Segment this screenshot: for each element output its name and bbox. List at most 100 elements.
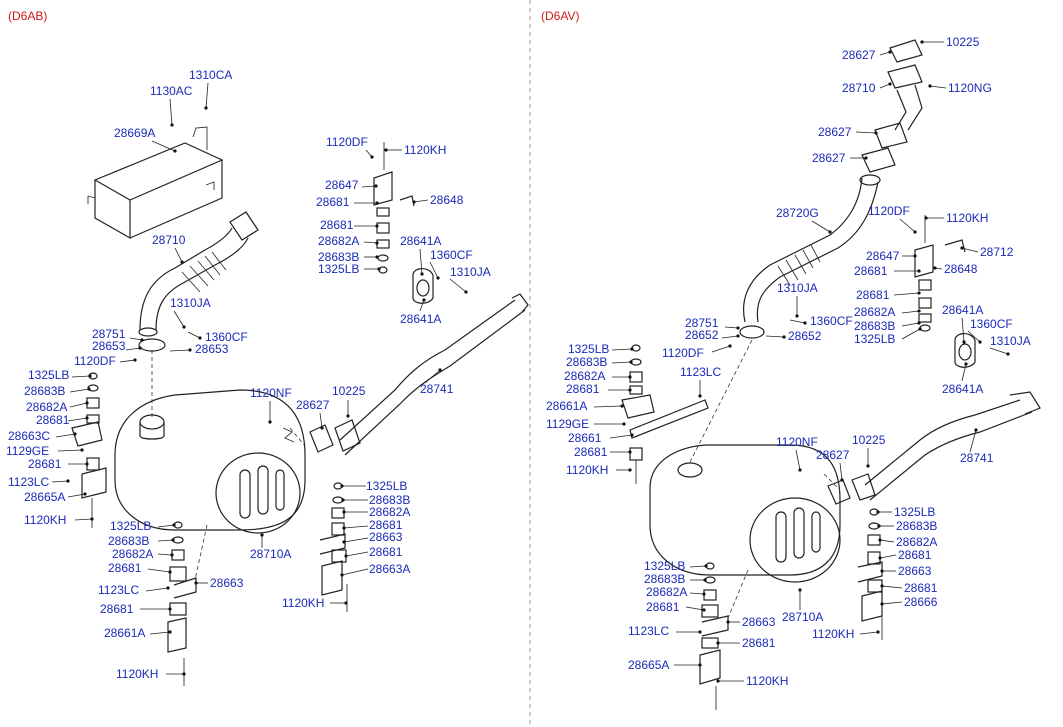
part-number-label[interactable]: 28741 bbox=[960, 451, 994, 465]
part-number-label[interactable]: 28681 bbox=[898, 548, 932, 562]
part-number-label[interactable]: 28681 bbox=[646, 600, 680, 614]
part-number-label[interactable]: 1310JA bbox=[170, 296, 211, 310]
part-number-label[interactable]: 1120DF bbox=[326, 135, 368, 149]
part-number-label[interactable]: 1120KH bbox=[812, 627, 854, 641]
part-number-label[interactable]: 28681 bbox=[856, 288, 890, 302]
part-number-label[interactable]: 28663 bbox=[742, 615, 776, 629]
part-number-label[interactable]: 28682A bbox=[369, 505, 410, 519]
part-number-label[interactable]: 28683B bbox=[854, 319, 895, 333]
part-number-label[interactable]: 28663 bbox=[369, 530, 403, 544]
part-number-label[interactable]: 28681 bbox=[566, 382, 600, 396]
part-number-label[interactable]: 28661 bbox=[568, 431, 602, 445]
part-number-label[interactable]: 1325LB bbox=[28, 368, 69, 382]
part-number-label[interactable]: 28683B bbox=[318, 250, 359, 264]
part-number-label[interactable]: 1123LC bbox=[8, 475, 49, 489]
part-number-label[interactable]: 28710A bbox=[782, 610, 823, 624]
part-number-label[interactable]: 28627 bbox=[296, 398, 330, 412]
part-number-label[interactable]: 1325LB bbox=[854, 332, 895, 346]
part-number-label[interactable]: 28648 bbox=[430, 193, 464, 207]
part-number-label[interactable]: 1310JA bbox=[990, 334, 1031, 348]
part-number-label[interactable]: 28681 bbox=[742, 636, 776, 650]
part-number-label[interactable]: 28682A bbox=[646, 585, 687, 599]
part-number-label[interactable]: 1120KH bbox=[116, 667, 158, 681]
part-number-label[interactable]: 1325LB bbox=[644, 559, 685, 573]
part-number-label[interactable]: 28641A bbox=[400, 234, 441, 248]
part-number-label[interactable]: 28710A bbox=[250, 547, 291, 561]
part-number-label[interactable]: 28627 bbox=[818, 125, 852, 139]
part-number-label[interactable]: 28710 bbox=[152, 233, 186, 247]
part-number-label[interactable]: 28681 bbox=[904, 581, 938, 595]
part-number-label[interactable]: 28683B bbox=[566, 355, 607, 369]
part-number-label[interactable]: 28682A bbox=[318, 234, 359, 248]
part-number-label[interactable]: 28641A bbox=[942, 303, 983, 317]
part-number-label[interactable]: 10225 bbox=[332, 384, 366, 398]
part-number-label[interactable]: 28681 bbox=[369, 545, 403, 559]
part-number-label[interactable]: 1120NF bbox=[250, 386, 292, 400]
part-number-label[interactable]: 1360CF bbox=[430, 248, 473, 262]
part-number-label[interactable]: 1120KH bbox=[746, 674, 788, 688]
part-number-label[interactable]: 1120NF bbox=[776, 435, 818, 449]
part-number-label[interactable]: 1120NG bbox=[948, 81, 992, 95]
part-number-label[interactable]: 1360CF bbox=[810, 314, 853, 328]
part-number-label[interactable]: 1325LB bbox=[366, 479, 407, 493]
part-number-label[interactable]: 28627 bbox=[812, 151, 846, 165]
part-number-label[interactable]: 1130AC bbox=[150, 84, 193, 98]
part-number-label[interactable]: 1120DF bbox=[662, 346, 704, 360]
part-number-label[interactable]: 1120DF bbox=[74, 354, 116, 368]
part-number-label[interactable]: 28681 bbox=[854, 264, 888, 278]
part-number-label[interactable]: 1120KH bbox=[946, 211, 988, 225]
part-number-label[interactable]: 28681 bbox=[369, 518, 403, 532]
part-number-label[interactable]: 28627 bbox=[842, 48, 876, 62]
part-number-label[interactable]: 28627 bbox=[816, 448, 850, 462]
part-number-label[interactable]: 1123LC bbox=[628, 624, 669, 638]
part-number-label[interactable]: 28681 bbox=[28, 457, 62, 471]
part-number-label[interactable]: 1325LB bbox=[110, 519, 151, 533]
part-number-label[interactable]: 28666 bbox=[904, 595, 938, 609]
part-number-label[interactable]: 28652 bbox=[788, 329, 822, 343]
part-number-label[interactable]: 1325LB bbox=[318, 262, 359, 276]
part-number-label[interactable]: 28661A bbox=[104, 626, 145, 640]
part-number-label[interactable]: 28712 bbox=[980, 245, 1014, 259]
part-number-label[interactable]: 28710 bbox=[842, 81, 876, 95]
part-number-label[interactable]: 28741 bbox=[420, 382, 454, 396]
part-number-label[interactable]: 28682A bbox=[896, 535, 937, 549]
part-number-label[interactable]: 28647 bbox=[866, 249, 900, 263]
part-number-label[interactable]: 28665A bbox=[628, 658, 669, 672]
part-number-label[interactable]: 1123LC bbox=[680, 365, 721, 379]
part-number-label[interactable]: 28647 bbox=[325, 178, 359, 192]
part-number-label[interactable]: 28663 bbox=[898, 564, 932, 578]
part-number-label[interactable]: 28652 bbox=[685, 328, 719, 342]
part-number-label[interactable]: 28663C bbox=[8, 429, 50, 443]
part-number-label[interactable]: 1120KH bbox=[282, 596, 324, 610]
part-number-label[interactable]: 28682A bbox=[112, 547, 153, 561]
part-number-label[interactable]: 28661A bbox=[546, 399, 587, 413]
part-number-label[interactable]: 28682A bbox=[564, 369, 605, 383]
part-number-label[interactable]: 1325LB bbox=[568, 342, 609, 356]
part-number-label[interactable]: 28720G bbox=[776, 206, 819, 220]
part-number-label[interactable]: 1360CF bbox=[970, 317, 1013, 331]
part-number-label[interactable]: 28683B bbox=[108, 534, 149, 548]
part-number-label[interactable]: 28653 bbox=[92, 339, 126, 353]
part-number-label[interactable]: 1120DF bbox=[868, 204, 910, 218]
part-number-label[interactable]: 1120KH bbox=[566, 463, 608, 477]
part-number-label[interactable]: 28681 bbox=[100, 602, 134, 616]
part-number-label[interactable]: 1310CA bbox=[189, 68, 232, 82]
part-number-label[interactable]: 1120KH bbox=[24, 513, 66, 527]
part-number-label[interactable]: 28681 bbox=[574, 445, 608, 459]
part-number-label[interactable]: 28681 bbox=[316, 195, 350, 209]
part-number-label[interactable]: 28682A bbox=[26, 400, 67, 414]
part-number-label[interactable]: 28751 bbox=[92, 327, 126, 341]
part-number-label[interactable]: 28681 bbox=[108, 561, 142, 575]
part-number-label[interactable]: 28683B bbox=[896, 519, 937, 533]
part-number-label[interactable]: 28665A bbox=[24, 490, 65, 504]
part-number-label[interactable]: 1310JA bbox=[777, 281, 818, 295]
part-number-label[interactable]: 1360CF bbox=[205, 330, 248, 344]
part-number-label[interactable]: 1123LC bbox=[98, 583, 139, 597]
part-number-label[interactable]: 28682A bbox=[854, 305, 895, 319]
part-number-label[interactable]: 28681 bbox=[320, 218, 354, 232]
part-number-label[interactable]: 28641A bbox=[400, 312, 441, 326]
part-number-label[interactable]: 28681 bbox=[36, 413, 70, 427]
part-number-label[interactable]: 28751 bbox=[685, 316, 719, 330]
part-number-label[interactable]: 28641A bbox=[942, 382, 983, 396]
part-number-label[interactable]: 1129GE bbox=[6, 444, 49, 458]
